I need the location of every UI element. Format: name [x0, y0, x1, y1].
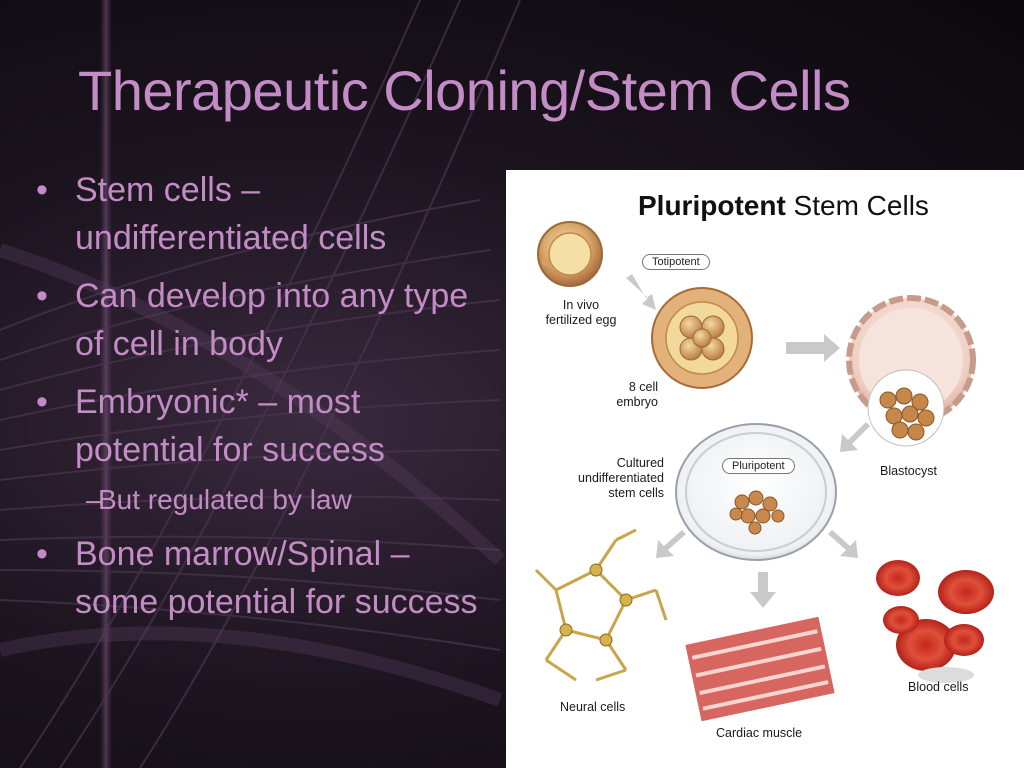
blastocyst-illustration — [846, 295, 976, 447]
blood-cells-illustration — [876, 560, 994, 683]
bullet-symbol: • — [36, 277, 48, 315]
bullet-item: • Can develop into any type of cell in bo… — [28, 272, 488, 368]
bullet-symbol: • — [36, 383, 48, 421]
fertilized-egg-label: In vivo fertilized egg — [545, 298, 617, 327]
eight-cell-embryo-illustration — [651, 287, 753, 389]
totipotent-badge: Totipotent — [642, 254, 710, 270]
diagram-title: Pluripotent Stem Cells — [638, 190, 929, 222]
diagram-title-bold: Pluripotent — [638, 190, 786, 221]
bullet-item: • Stem cells – undifferentiated cells — [28, 166, 488, 262]
cultured-stem-cells-label: Cultured undifferentiated stem cells — [578, 456, 664, 500]
bullet-text: Can develop into any type of cell in bod… — [75, 277, 469, 363]
eight-cell-embryo-label: 8 cell embryo — [616, 380, 658, 409]
bullet-text: Embryonic* – most potential for success — [75, 383, 385, 469]
slide-title: Therapeutic Cloning/Stem Cells — [78, 59, 851, 122]
bullet-text: Stem cells – undifferentiated cells — [75, 171, 387, 257]
diagram-art — [534, 221, 994, 722]
bullet-item: • Embryonic* – most potential for success — [28, 378, 488, 474]
bullet-symbol: • — [36, 171, 48, 209]
sub-bullet-symbol: – — [86, 484, 102, 515]
cardiac-muscle-illustration — [685, 616, 835, 722]
pluripotent-badge: Pluripotent — [722, 458, 795, 474]
cardiac-muscle-label: Cardiac muscle — [716, 726, 803, 740]
fertilized-egg-illustration — [537, 221, 603, 287]
petri-dish-illustration — [675, 423, 837, 561]
sub-bullet-item: –But regulated by law — [28, 480, 488, 520]
diagram-title-rest: Stem Cells — [793, 190, 929, 221]
arrows — [626, 274, 870, 608]
bullet-symbol: • — [36, 535, 48, 573]
neural-cells-label: Neural cells — [560, 700, 626, 714]
bullet-list: • Stem cells – undifferentiated cells • Ca… — [28, 166, 488, 636]
blood-cells-label: Blood cells — [908, 680, 969, 694]
blastocyst-label: Blastocyst — [880, 464, 937, 478]
bullet-text: But regulated by law — [98, 484, 352, 515]
bullet-item: • Bone marrow/Spinal – some potential for… — [28, 530, 488, 626]
neural-cells-illustration — [534, 528, 668, 682]
stem-cell-diagram: Pluripotent Stem Cells Totipotent In viv… — [506, 170, 1024, 768]
bullet-text: Bone marrow/Spinal – some potential for … — [75, 535, 478, 621]
